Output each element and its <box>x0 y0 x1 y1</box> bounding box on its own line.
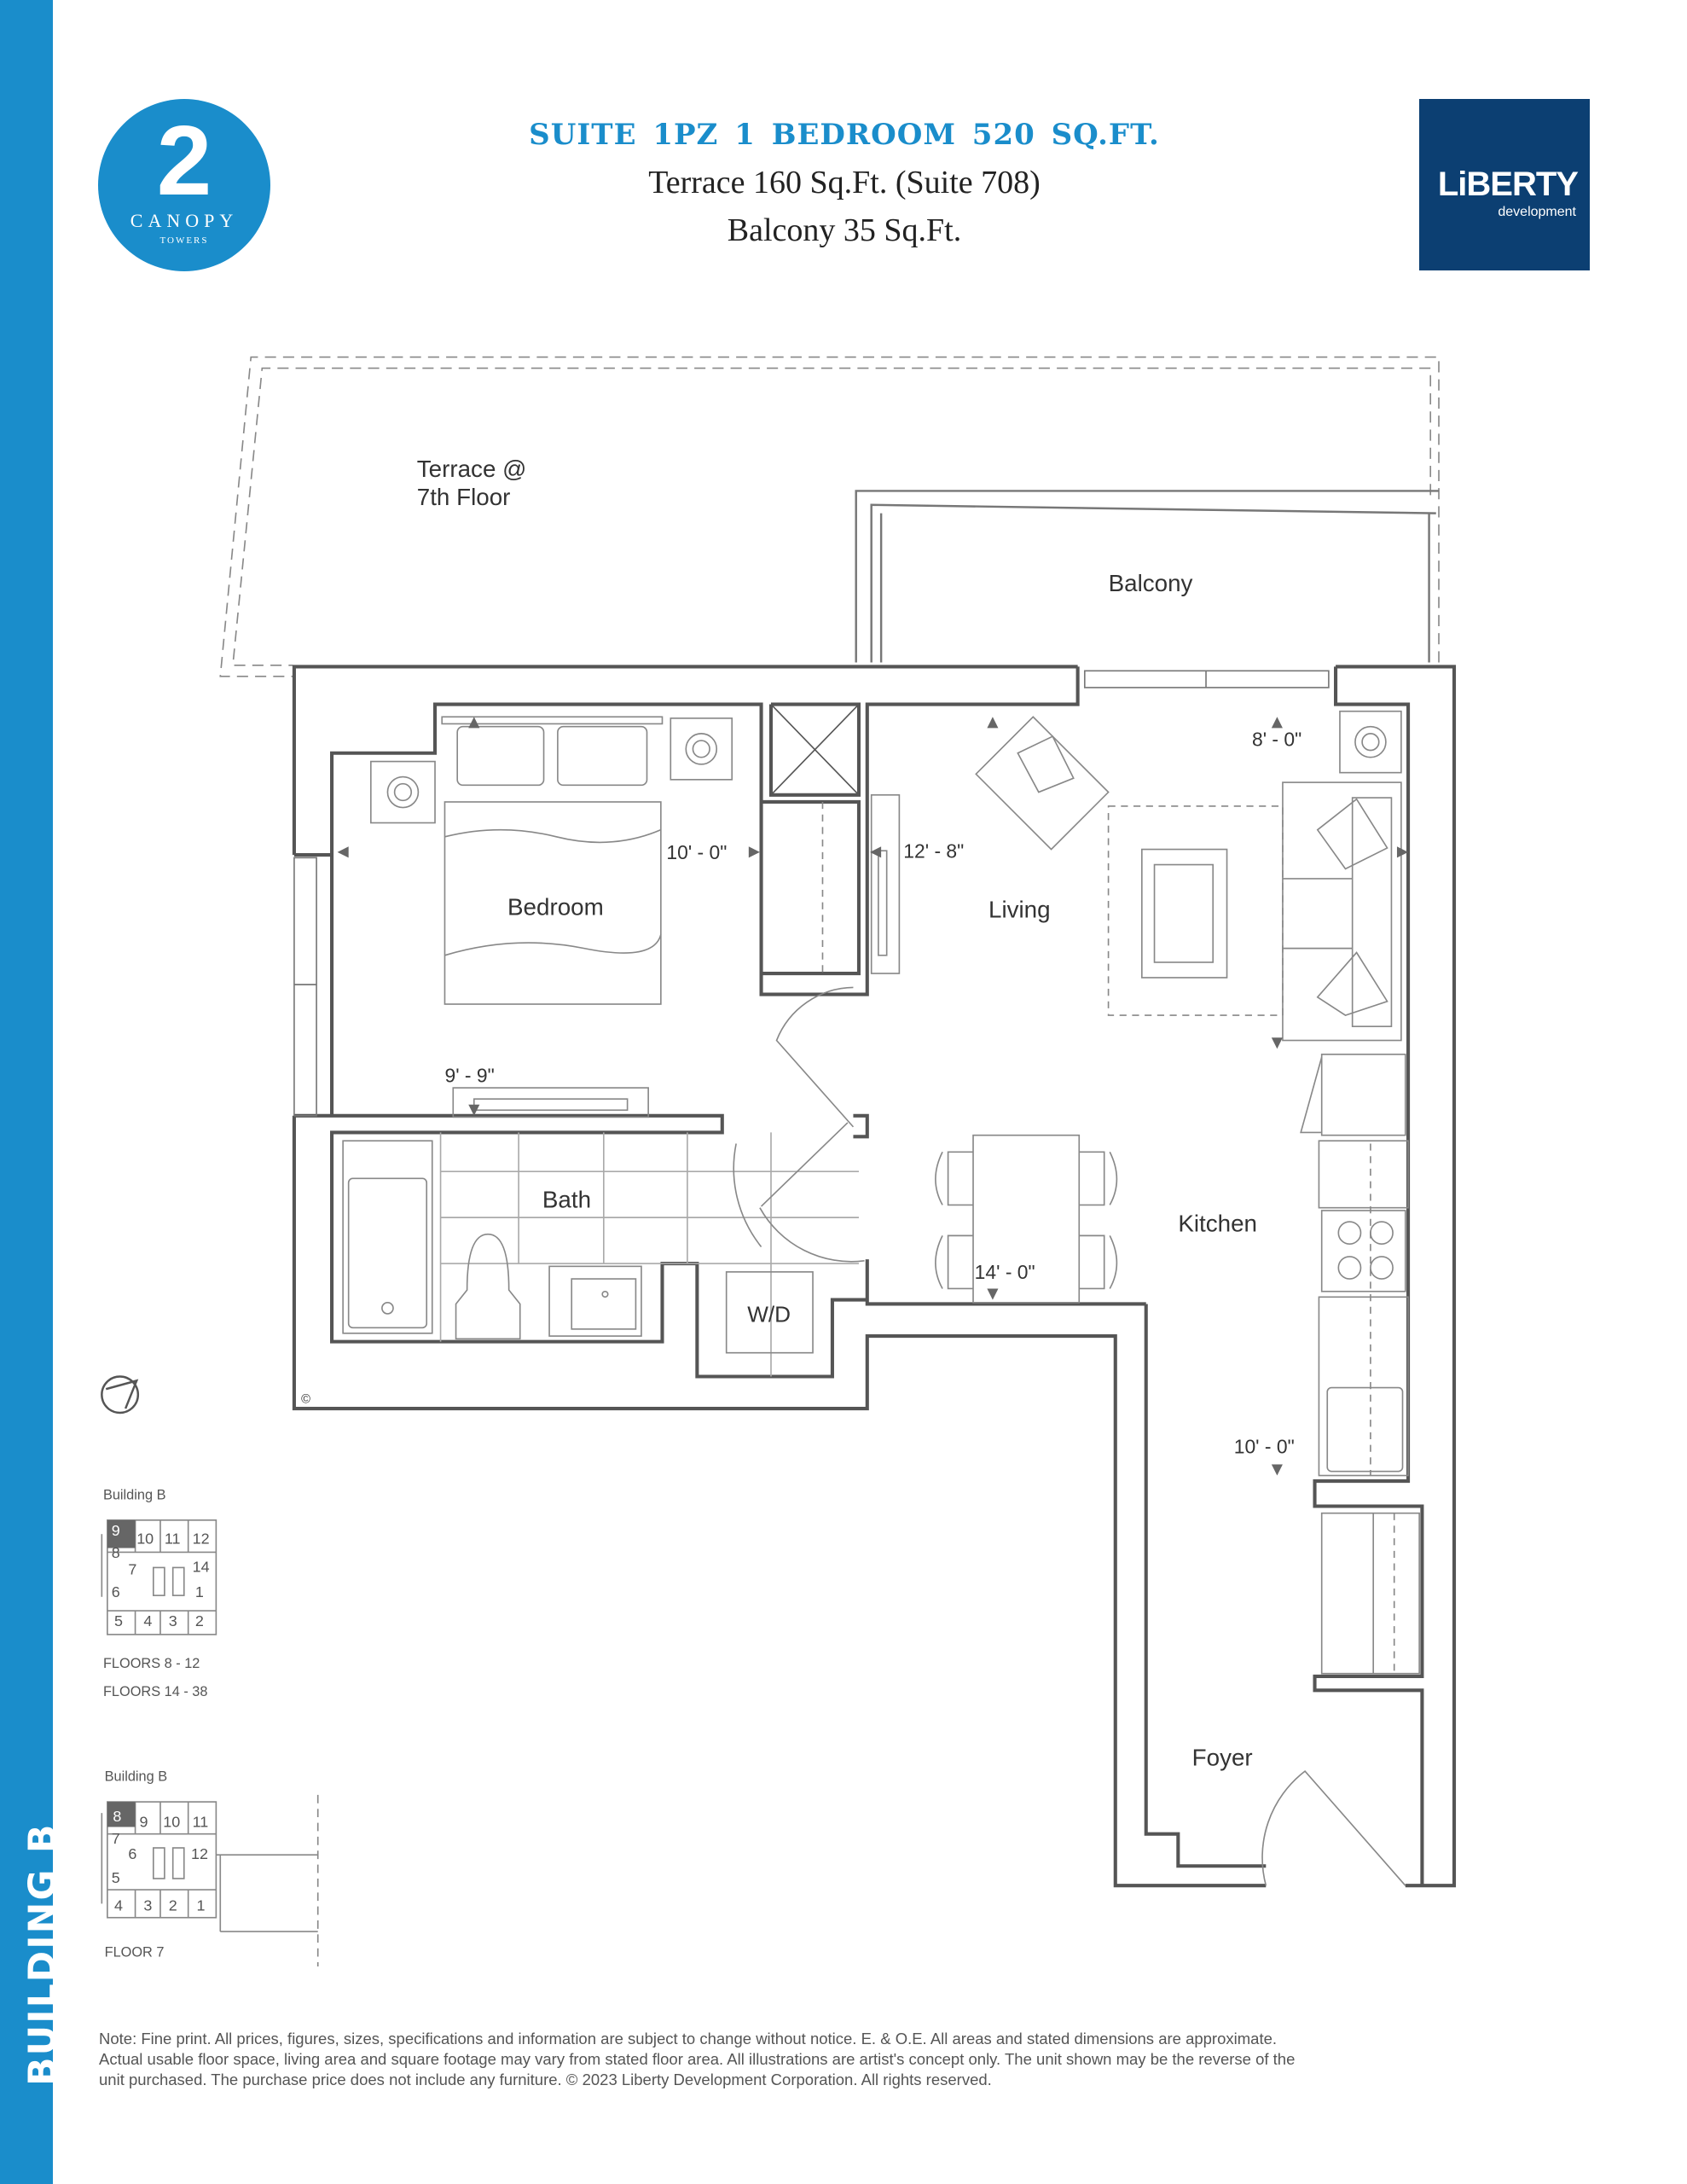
keyplan2-unit: 6 <box>128 1845 136 1862</box>
dim-bedroom-width: 10' - 0" <box>666 841 727 863</box>
terrace-label-2: 7th Floor <box>417 484 511 510</box>
bedroom-door <box>775 986 855 1128</box>
pillow <box>557 725 648 787</box>
note-line: unit purchased. The purchase price does … <box>99 2071 992 2088</box>
keyplan1-unit: 10 <box>136 1531 154 1548</box>
keyplan1-unit: 8 <box>112 1544 120 1561</box>
balcony-label: Balcony <box>1109 570 1193 596</box>
suite-title: SUITE 1PZ 1 BEDROOM 520 SQ.FT. <box>529 118 1160 152</box>
terrace-label-1: Terrace @ <box>417 456 527 482</box>
keyplan2-unit: 5 <box>112 1869 120 1886</box>
building-sidebar: BUILDING B <box>0 0 65 2184</box>
dim-living-depth: 8' - 0" <box>1252 729 1301 751</box>
armchair <box>975 716 1110 851</box>
washer-dryer <box>725 1271 814 1354</box>
dim-bedroom-depth: 9' - 9" <box>444 1065 494 1087</box>
keyplan1-building: Building B <box>103 1487 166 1502</box>
keyplan2-unit: 4 <box>114 1897 123 1914</box>
toilet <box>455 1233 521 1340</box>
dining-table <box>972 1134 1081 1304</box>
keyplan2-unit: 3 <box>143 1897 152 1914</box>
terrace-outline <box>219 356 1440 677</box>
dresser <box>452 1087 649 1118</box>
furniture <box>342 710 1420 1886</box>
windows <box>293 670 1330 1117</box>
bathtub <box>342 1140 433 1334</box>
keyplan2-unit: 9 <box>139 1813 148 1830</box>
keyplan1-unit: 3 <box>169 1612 177 1629</box>
keyplan2-unit: 2 <box>169 1897 177 1914</box>
balcony-area: Balcony 35 Sq.Ft. <box>727 212 962 248</box>
bedroom-label: Bedroom <box>507 893 604 920</box>
keyplan1-floors: FLOORS 14 - 38 <box>103 1684 208 1699</box>
keyplan2-unit: 11 <box>193 1813 209 1830</box>
pillow <box>456 725 545 787</box>
dim-living-width: 12' - 8" <box>903 839 964 862</box>
coffee-table <box>1141 848 1228 979</box>
counter <box>1318 1140 1409 1209</box>
logo-name: CANOPY <box>130 210 239 231</box>
keyplan1-unit: 9 <box>112 1522 120 1539</box>
dimension-arrows <box>337 717 1409 1476</box>
keyplan1-unit: 12 <box>193 1531 210 1548</box>
walls <box>292 665 1457 1888</box>
terrace-area: Terrace 160 Sq.Ft. (Suite 708) <box>648 165 1041 200</box>
side-table <box>1339 710 1402 774</box>
tv-unit <box>870 793 901 974</box>
balcony-railing <box>855 490 1440 663</box>
keyplan2-unit: 7 <box>112 1830 120 1847</box>
cooktop <box>1320 1210 1406 1292</box>
keyplan2-building: Building B <box>105 1769 168 1785</box>
north-compass-icon <box>101 1375 140 1414</box>
closet <box>1320 1512 1420 1675</box>
counter-sink <box>1318 1296 1409 1477</box>
logo-number: 2 <box>156 105 212 216</box>
keyplan2-unit: 10 <box>163 1813 180 1830</box>
keyplan1-unit: 14 <box>193 1558 210 1575</box>
foyer-label: Foyer <box>1192 1745 1253 1771</box>
copyright-mark: © <box>301 1393 310 1407</box>
fine-print-note: Note: Fine print. All prices, figures, s… <box>99 2029 1295 2090</box>
keyplan1-unit: 2 <box>195 1612 204 1629</box>
keyplan1-unit: 1 <box>195 1583 204 1600</box>
keyplan2-unit: 12 <box>191 1845 208 1862</box>
kitchen-label: Kitchen <box>1178 1210 1257 1236</box>
rug <box>1107 805 1284 1016</box>
keyplan2-unit: 8 <box>113 1808 121 1825</box>
bed <box>443 801 662 1005</box>
living-label: Living <box>988 897 1051 923</box>
liberty-logo: LiBERTY development <box>1419 99 1590 270</box>
keyplan-floors-8-38: Building B 9 10 11 12 8 7 14 6 1 5 4 3 2… <box>101 1487 217 1699</box>
dim-kitchen-width: 14' - 0" <box>975 1261 1035 1283</box>
keyplan2-floors: FLOOR 7 <box>105 1945 165 1960</box>
entry-door <box>1261 1769 1406 1886</box>
brand-name: LiBERTY <box>1437 166 1579 203</box>
wd-label: W/D <box>747 1302 791 1327</box>
keyplan1-floors: FLOORS 8 - 12 <box>103 1656 200 1671</box>
bath-label: Bath <box>542 1187 591 1213</box>
dim-kitchen-depth: 10' - 0" <box>1234 1435 1295 1457</box>
bath-tiles <box>439 1132 859 1377</box>
keyplan2-unit: 1 <box>196 1897 205 1914</box>
keyplan1-unit: 6 <box>112 1583 120 1600</box>
keyplan1-unit: 4 <box>143 1612 152 1629</box>
brand-sub: development <box>1498 205 1576 219</box>
note-line: Actual usable floor space, living area a… <box>99 2050 1296 2068</box>
nightstand <box>370 760 436 824</box>
keyplan1-unit: 5 <box>114 1612 123 1629</box>
logo-sub: TOWERS <box>159 235 209 246</box>
keyplan1-unit: 7 <box>128 1561 136 1578</box>
nightstand <box>670 717 733 781</box>
fridge <box>1320 1054 1406 1136</box>
sofa <box>1282 781 1402 1042</box>
vanity <box>548 1265 642 1337</box>
keyplan-floor-7: Building B 8 9 10 11 7 6 12 5 4 3 2 1 FL… <box>101 1769 319 1966</box>
canopy-towers-logo: 2 CANOPY TOWERS <box>98 99 270 271</box>
keyplan1-unit: 11 <box>165 1531 181 1548</box>
note-line: Note: Fine print. All prices, figures, s… <box>99 2030 1278 2048</box>
